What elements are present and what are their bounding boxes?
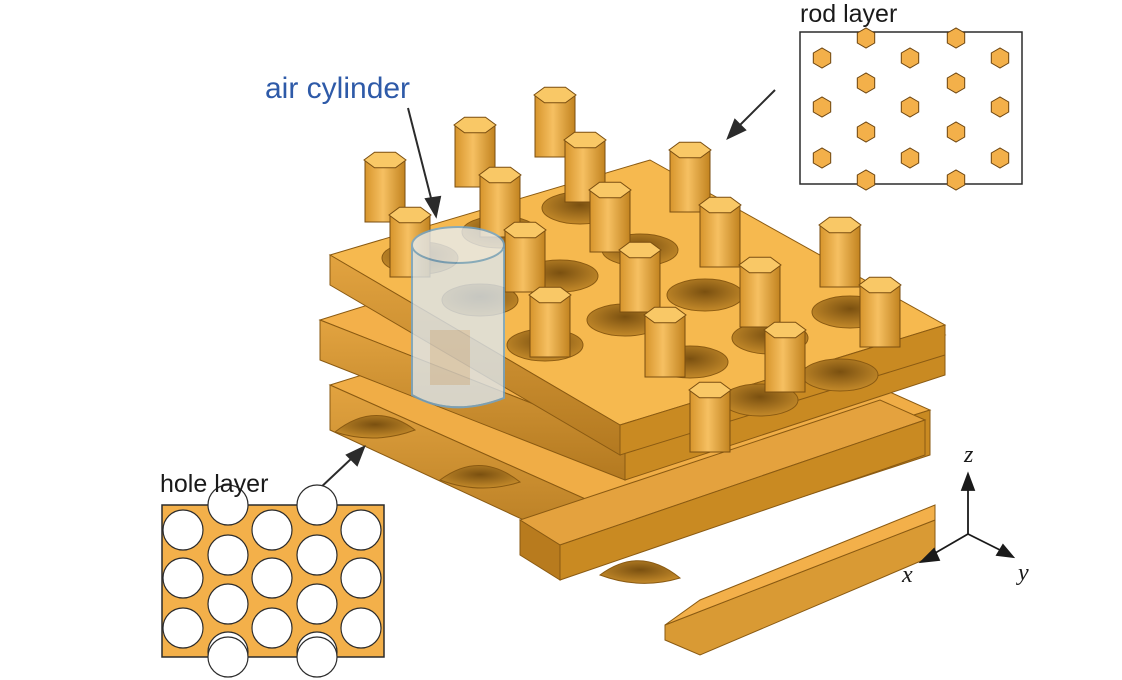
inset-rod	[946, 121, 966, 143]
hex-rod	[763, 321, 807, 393]
hex-rod	[453, 116, 497, 188]
rod-layer-label: rod layer	[800, 0, 898, 28]
inset-rod	[946, 72, 966, 94]
inset-hole	[251, 509, 293, 551]
inset-circular-holes	[162, 484, 382, 678]
inset-hole	[251, 557, 293, 599]
rod-array	[363, 86, 902, 453]
pointer-arrows	[317, 89, 776, 491]
inset-hole-edge	[207, 484, 249, 526]
inset-hole	[162, 557, 204, 599]
inset-rod	[990, 96, 1010, 118]
air-cylinder-label: air cylinder	[265, 72, 411, 105]
hex-rod	[688, 381, 732, 453]
inset-rod	[812, 47, 832, 69]
inset-rod	[856, 169, 876, 191]
hex-rod	[588, 181, 632, 253]
y-axis-label: y	[1018, 560, 1029, 586]
hex-rod	[528, 286, 572, 358]
z-axis-label: z	[964, 442, 974, 468]
hex-rod	[698, 196, 742, 268]
inset-hole	[207, 583, 249, 625]
inset-hole-edge	[296, 636, 338, 678]
hex-rod	[738, 256, 782, 328]
hex-rod	[618, 241, 662, 313]
inset-rod	[856, 72, 876, 94]
inset-hole	[162, 607, 204, 649]
inset-hole	[296, 534, 338, 576]
inset-hole-edge	[207, 636, 249, 678]
inset-rod	[812, 147, 832, 169]
inset-hole-edge	[296, 484, 338, 526]
inset-hex-rods	[812, 27, 1010, 191]
inset-hole	[340, 607, 382, 649]
hex-rod	[818, 216, 862, 288]
rod-layer-inset	[799, 27, 1023, 191]
hex-rod	[668, 141, 712, 213]
inset-hole	[296, 583, 338, 625]
hex-rod	[643, 306, 687, 378]
inset-rod	[946, 27, 966, 49]
hex-rod	[858, 276, 902, 348]
inset-hole	[340, 509, 382, 551]
inset-hole	[162, 509, 204, 551]
hole-layer-inset	[161, 484, 385, 678]
air-cylinder-shape	[411, 226, 505, 409]
inset-rod	[900, 147, 920, 169]
inset-rod	[812, 96, 832, 118]
x-axis-label: x	[902, 562, 913, 588]
inset-rod	[990, 147, 1010, 169]
inset-rod	[856, 27, 876, 49]
inset-hole	[340, 557, 382, 599]
inset-rod	[900, 47, 920, 69]
inset-hole	[207, 534, 249, 576]
inset-hole	[251, 607, 293, 649]
inset-rod	[900, 96, 920, 118]
inset-rod	[946, 169, 966, 191]
inset-rod	[990, 47, 1010, 69]
inset-rod	[856, 121, 876, 143]
crystal-structure	[318, 86, 947, 656]
axes-triad	[918, 471, 1016, 564]
hex-rod	[503, 221, 547, 293]
hole-layer-label: hole layer	[160, 470, 269, 498]
